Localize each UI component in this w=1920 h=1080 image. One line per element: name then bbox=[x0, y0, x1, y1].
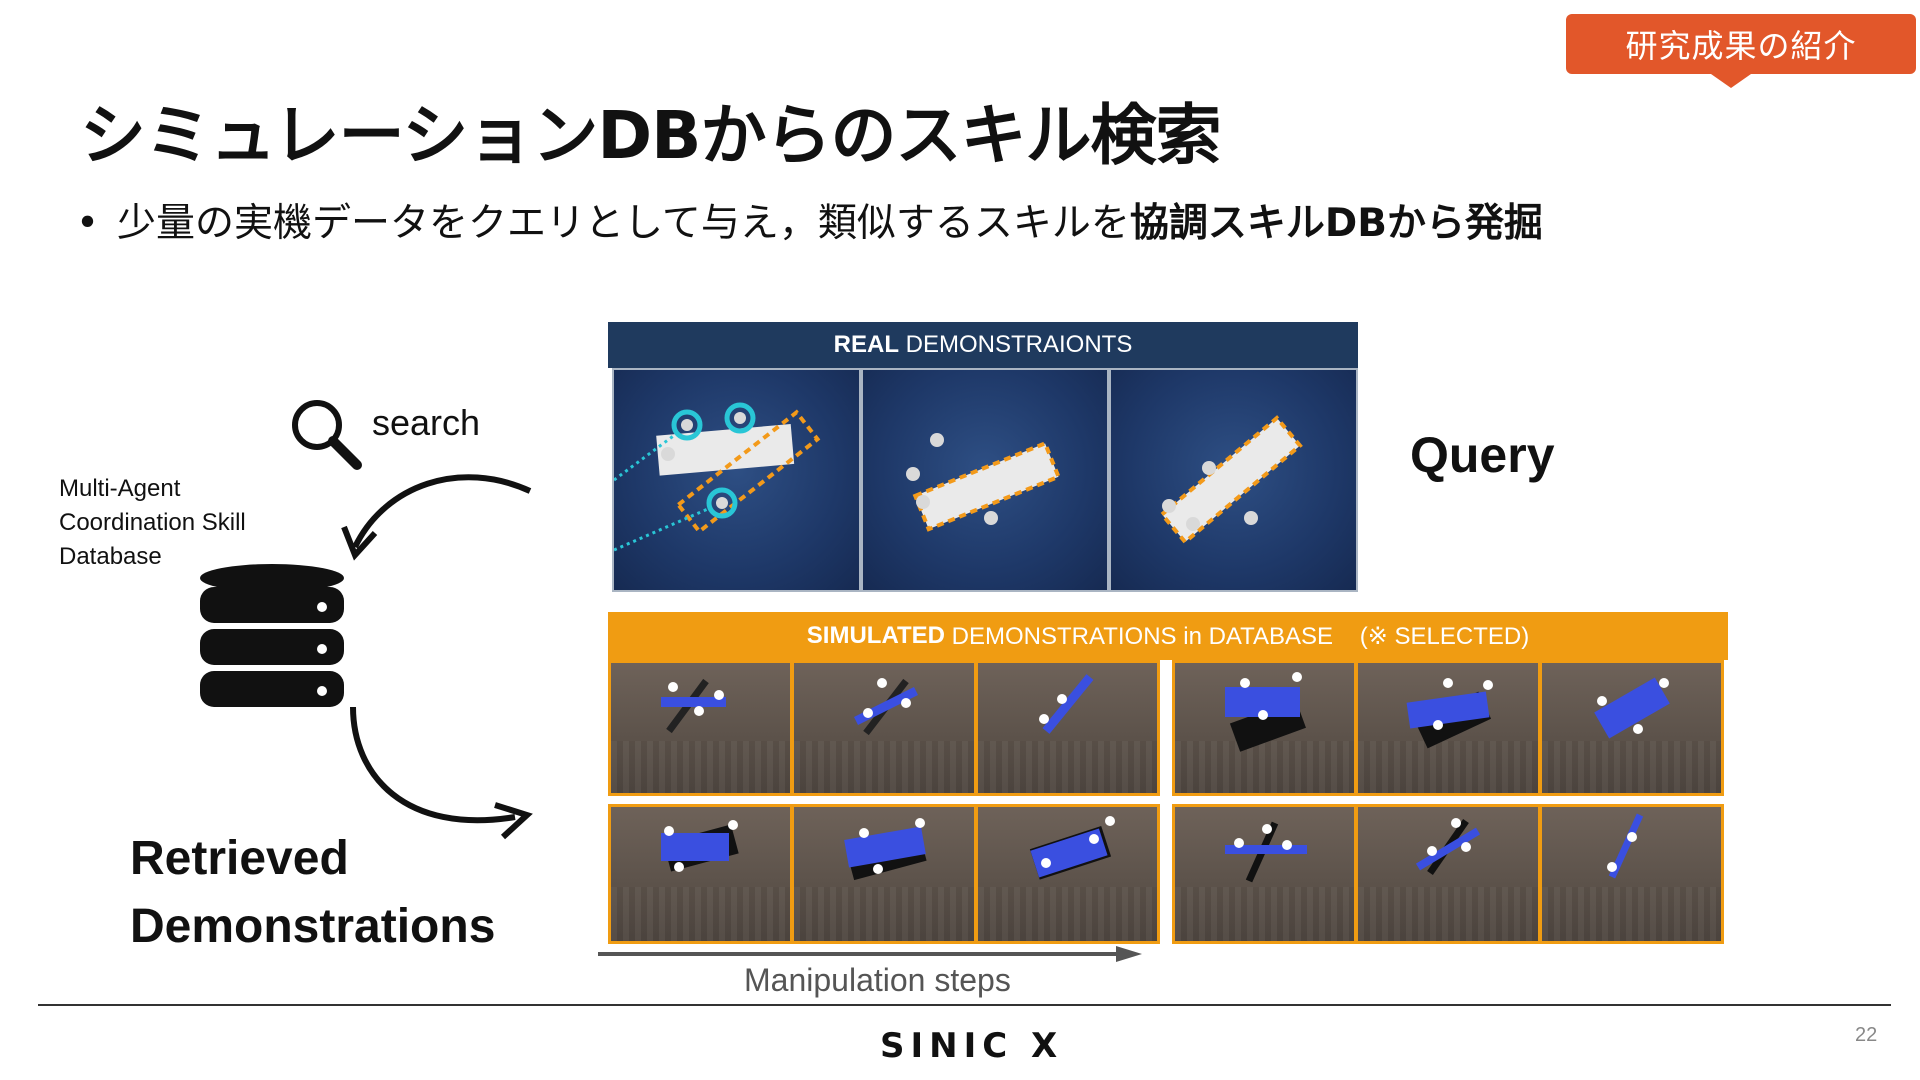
simulated-demo-image bbox=[611, 807, 791, 941]
arrow-icon bbox=[341, 474, 532, 561]
simulated-demonstrations-header: SIMULATED DEMONSTRATIONS in DATABASE (※ … bbox=[608, 612, 1728, 660]
sim-header-bold: SIMULATED bbox=[806, 622, 945, 649]
sim-header-rest: DEMONSTRATIONS in DATABASE (※ SELECTED) bbox=[945, 622, 1530, 650]
simulated-demo-group bbox=[1172, 660, 1724, 796]
simulated-demo-image bbox=[1175, 663, 1355, 793]
bullet-bold-text: 協調スキルDBから発掘 bbox=[1129, 201, 1543, 246]
real-demo-image bbox=[1111, 370, 1357, 590]
real-header-bold: REAL bbox=[833, 331, 899, 358]
real-demonstrations-header: REAL DEMONSTRAIONTS bbox=[608, 322, 1358, 368]
search-label: search bbox=[372, 402, 481, 443]
section-tag: 研究成果の紹介 bbox=[1566, 14, 1916, 74]
bullet-point: • 少量の実機データをクエリとして与え，類似するスキルを協調スキルDBから発掘 bbox=[76, 192, 1543, 248]
bullet-text: 少量の実機データをクエリとして与え，類似するスキルを bbox=[117, 201, 1130, 246]
search-icon bbox=[292, 400, 362, 470]
real-demo-image bbox=[862, 370, 1108, 590]
footer-logo: SINIC X bbox=[880, 1026, 1064, 1066]
real-demonstrations-images bbox=[612, 368, 1358, 592]
simulated-demo-image bbox=[794, 663, 974, 793]
real-demo-image bbox=[614, 370, 859, 590]
simulated-demo-image bbox=[794, 807, 974, 941]
database-label-line2: Coordination Skill bbox=[59, 509, 246, 536]
arrow-icon bbox=[350, 706, 533, 840]
simulated-demo-image bbox=[1358, 663, 1538, 793]
simulated-demo-image bbox=[1541, 807, 1721, 941]
simulated-demo-image bbox=[1358, 807, 1538, 941]
simulated-demo-image bbox=[1175, 807, 1355, 941]
real-header-rest: DEMONSTRAIONTS bbox=[899, 331, 1133, 358]
simulated-demo-group bbox=[608, 804, 1160, 944]
simulated-demo-image bbox=[977, 807, 1157, 941]
page-number: 22 bbox=[1855, 1024, 1878, 1046]
slide-title: シミュレーションDBからのスキル検索 bbox=[80, 97, 1221, 174]
retrieved-label-line1: Retrieved bbox=[130, 832, 349, 885]
simulated-demo-image bbox=[1541, 663, 1721, 793]
query-label: Query bbox=[1410, 427, 1555, 483]
retrieved-label: Retrieved Demonstrations bbox=[130, 825, 495, 961]
retrieved-label-line2: Demonstrations bbox=[130, 900, 496, 953]
database-label: Multi-Agent Coordination Skill Database bbox=[59, 472, 319, 574]
simulated-demo-image bbox=[977, 663, 1157, 793]
section-tag-pointer bbox=[1711, 74, 1751, 88]
simulated-demo-group bbox=[608, 660, 1160, 796]
bullet-dot: • bbox=[76, 201, 100, 246]
manipulation-steps-label: Manipulation steps bbox=[744, 962, 1011, 998]
database-label-line3: Database bbox=[59, 543, 162, 570]
simulated-demo-image bbox=[611, 663, 791, 793]
database-icon bbox=[200, 564, 344, 707]
database-label-line1: Multi-Agent bbox=[59, 475, 181, 502]
arrow-icon bbox=[598, 946, 1142, 962]
footer-divider bbox=[38, 1004, 1891, 1006]
simulated-demo-group bbox=[1172, 804, 1724, 944]
